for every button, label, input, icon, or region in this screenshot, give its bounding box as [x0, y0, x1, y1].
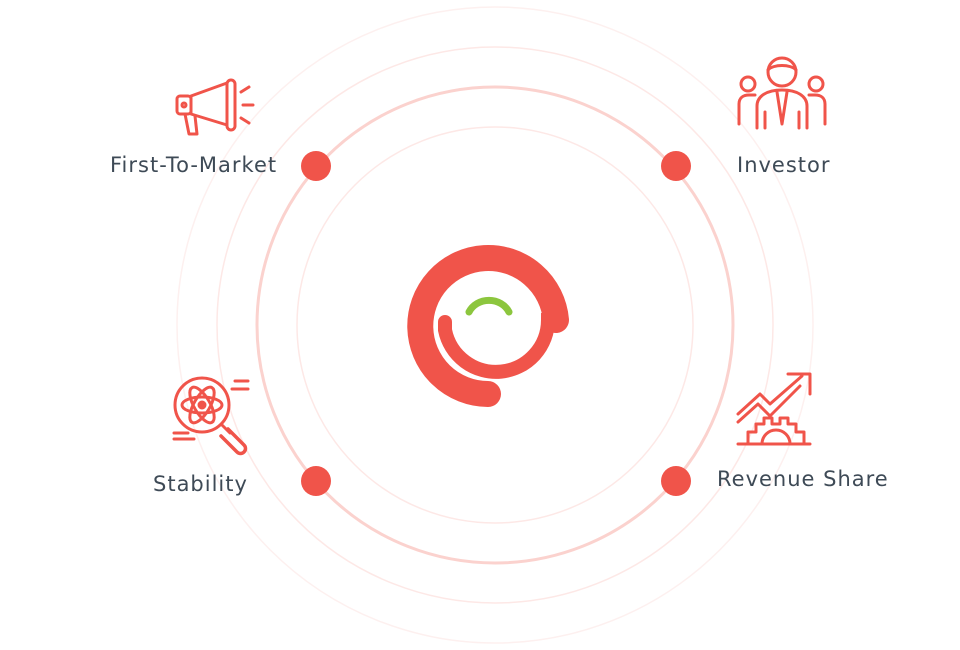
dot-stability — [301, 466, 331, 496]
logo-arc — [407, 245, 569, 407]
growth-gear-icon — [736, 372, 812, 446]
ring-outer-2 — [216, 46, 774, 604]
ring-inner — [296, 126, 694, 524]
ring-dots — [301, 151, 691, 496]
dot-revenue-share — [661, 466, 691, 496]
dot-investor — [661, 151, 691, 181]
logo-inner-arc — [438, 313, 563, 379]
label-stability: Stability — [153, 472, 248, 496]
business-people-icon — [737, 56, 827, 130]
label-investor: Investor — [737, 153, 831, 177]
concentric-rings — [176, 6, 814, 644]
logo-smile — [465, 296, 513, 316]
atom-search-icon — [172, 376, 250, 456]
ring-main — [255, 85, 735, 565]
label-first-to-market: First-To-Market — [110, 153, 278, 177]
label-revenue-share: Revenue Share — [717, 467, 889, 491]
ring-outer — [176, 6, 814, 644]
brand-logo — [407, 245, 569, 407]
megaphone-icon — [175, 78, 255, 136]
dot-first-to-market — [301, 151, 331, 181]
